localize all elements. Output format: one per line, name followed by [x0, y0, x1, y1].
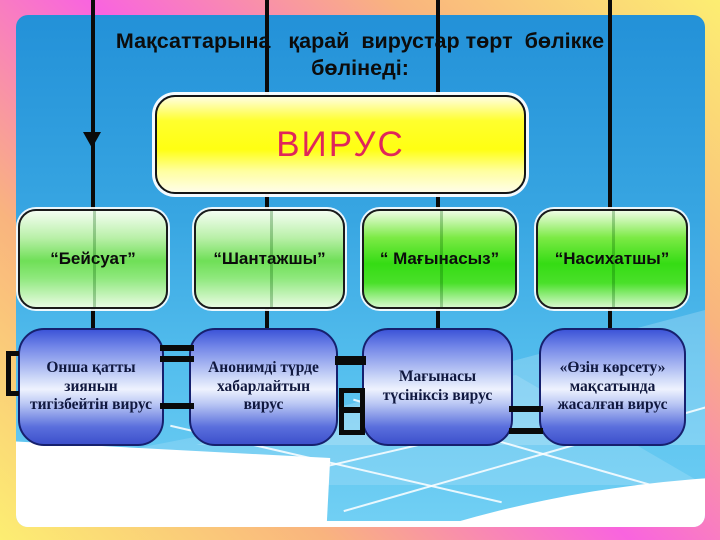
- slide-title: Мақсаттарына қарай вирустар төрт бөлікке…: [115, 29, 605, 80]
- virus-root-box: ВИРУС: [155, 95, 526, 194]
- white-bottom-band: [16, 521, 705, 527]
- connector-line-1: [91, 0, 95, 330]
- connector-bar: [335, 356, 366, 365]
- type-box-beisuat: “Бейсуат”: [18, 209, 168, 309]
- connector-bar: [160, 356, 194, 362]
- desc-box-3: Мағынасы түсініксіз вирус: [362, 328, 513, 446]
- desc-box-4: «Өзін көрсету» мақсатында жасалған вирус: [539, 328, 686, 446]
- desc-box-2: Анонимді түрде хабарлайтын вирус: [189, 328, 338, 446]
- connector-bar: [509, 406, 543, 412]
- connector-bracket-left: [6, 351, 19, 396]
- type-box-shantazhshy: “Шантажшы”: [194, 209, 345, 309]
- connector-bar: [160, 345, 194, 351]
- arrow-down-icon: [83, 132, 101, 148]
- connector-ladder: [339, 388, 365, 435]
- type-box-magynasyz: “ Мағынасыз”: [362, 209, 517, 309]
- connector-line-4: [608, 0, 612, 330]
- virus-root-label: ВИРУС: [276, 124, 405, 164]
- connector-bar: [509, 428, 543, 434]
- connector-bar: [160, 403, 194, 409]
- desc-box-1: Онша қатты зиянын тигізбейтін вирус: [18, 328, 164, 446]
- type-box-nasikhatshy: “Насихатшы”: [536, 209, 688, 309]
